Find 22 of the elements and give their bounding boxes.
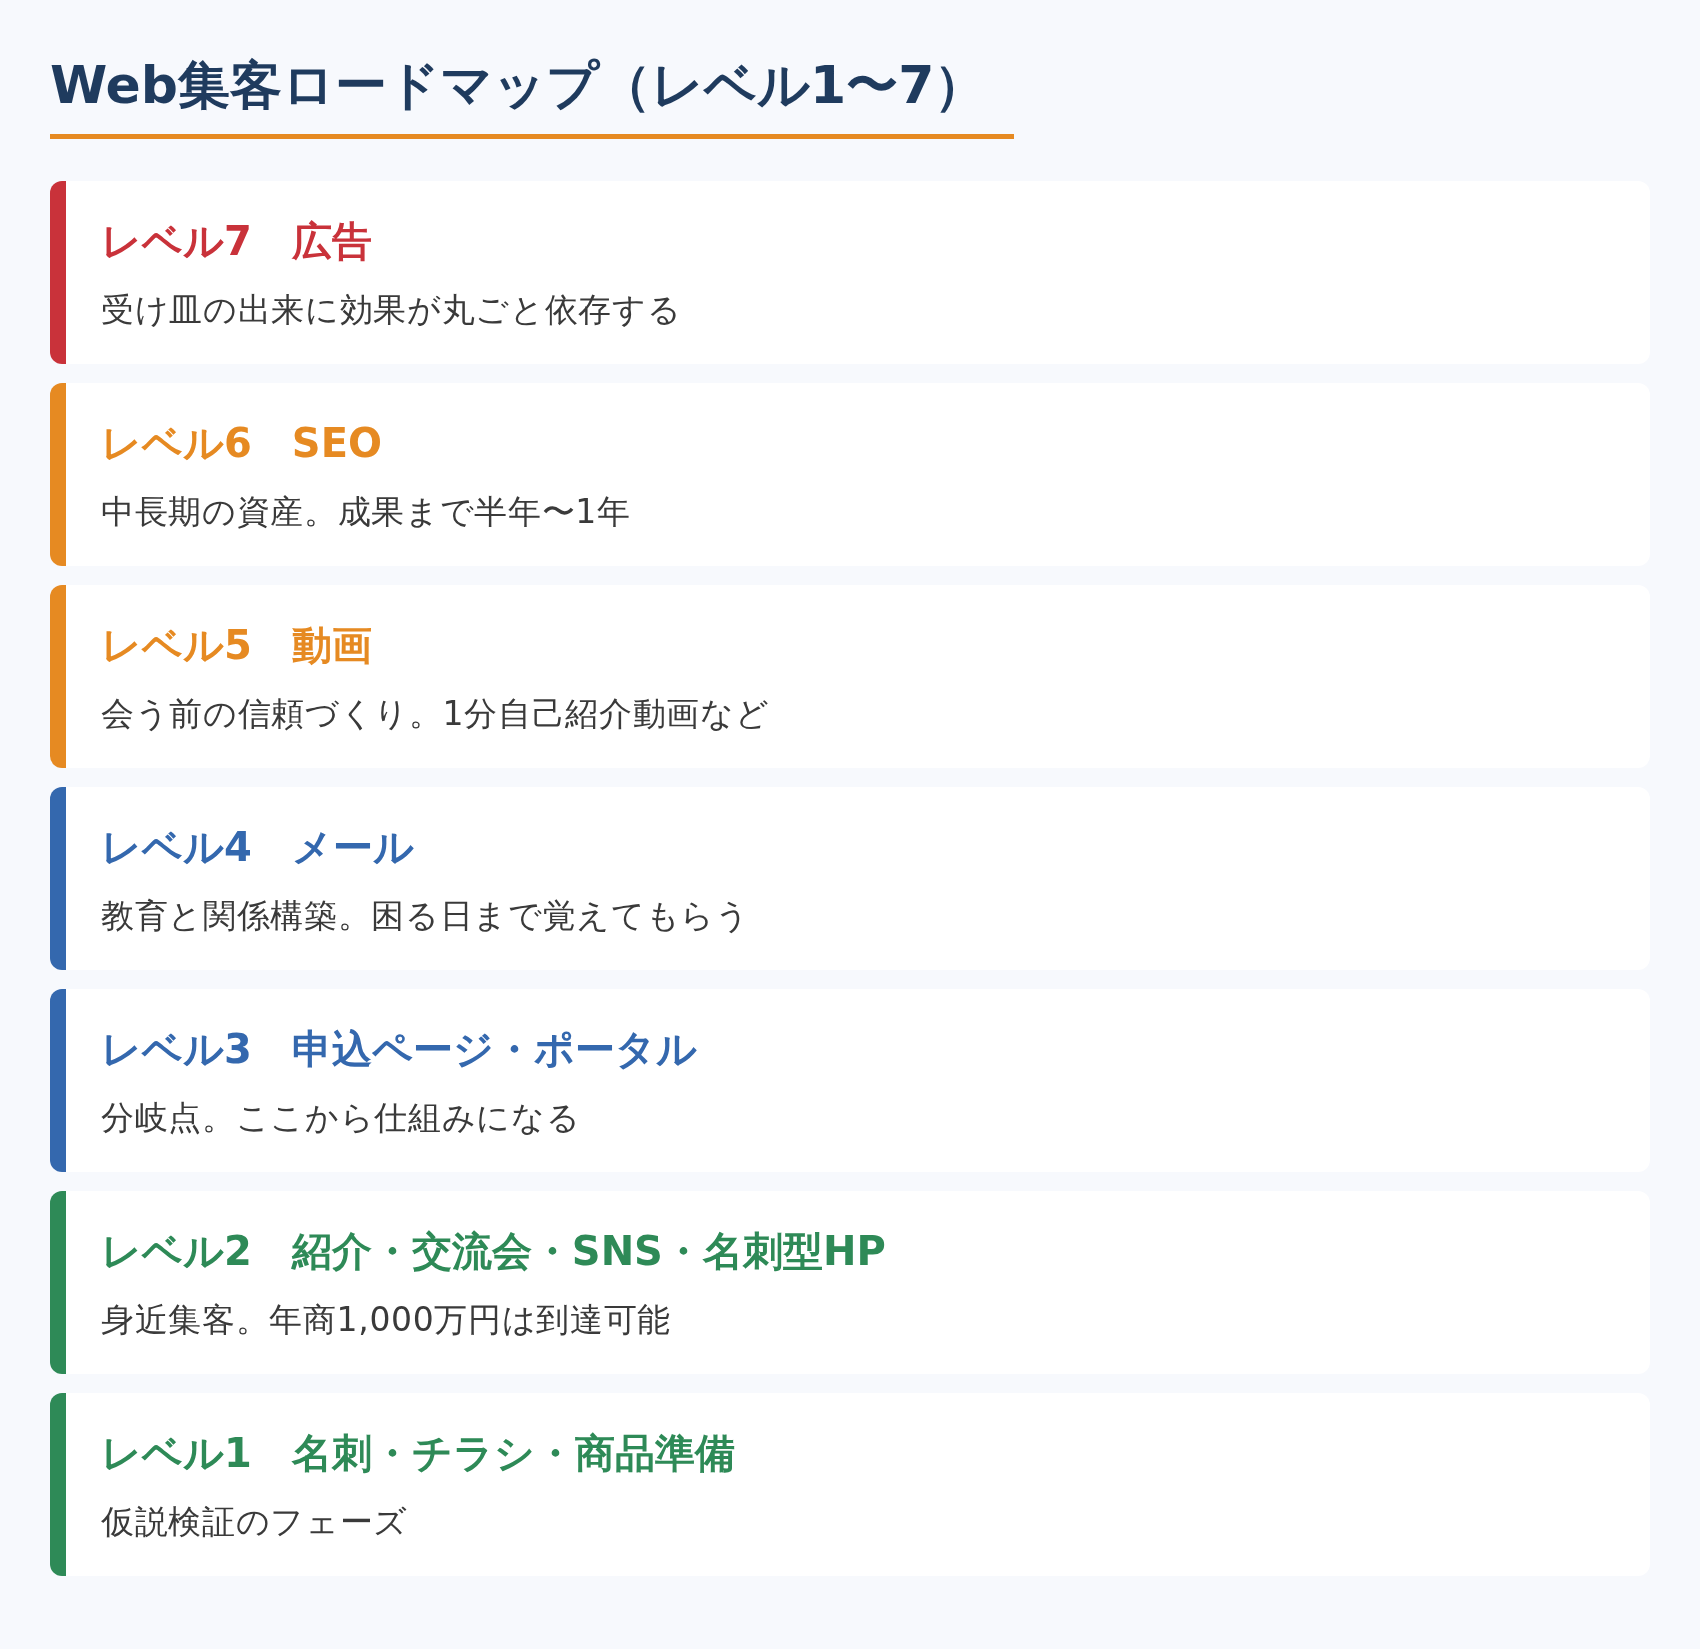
level-description: 会う前の信頼づくり。1分自己紹介動画など — [101, 693, 771, 735]
level-description: 受け皿の出来に効果が丸ごと依存する — [101, 289, 683, 331]
level-card — [50, 585, 1650, 768]
level-card — [50, 181, 1650, 364]
level-description: 分岐点。ここから仕組みになる — [101, 1097, 582, 1139]
level-card — [50, 989, 1650, 1172]
level-heading: レベル4 メール — [101, 823, 415, 872]
level-card — [50, 1191, 1650, 1374]
level-description: 中長期の資産。成果まで半年〜1年 — [101, 491, 632, 533]
level-heading: レベル5 動画 — [101, 621, 373, 670]
title-heading: Web集客ロードマップ（レベル1〜7） — [50, 50, 1015, 139]
level-heading: レベル7 広告 — [101, 217, 373, 266]
level-card — [50, 1393, 1650, 1576]
level-heading: レベル3 申込ページ・ポータル — [101, 1025, 698, 1074]
level-description: 身近集客。年商1,000万円は到達可能 — [101, 1299, 672, 1341]
level-card — [50, 383, 1650, 566]
level-description: 仮説検証のフェーズ — [101, 1501, 409, 1543]
level-heading: レベル2 紹介・交流会・SNS・名刺型HP — [101, 1227, 887, 1276]
level-description: 教育と関係構築。困る日まで覚えてもらう — [101, 895, 751, 937]
level-heading: レベル1 名刺・チラシ・商品準備 — [101, 1429, 736, 1478]
level-card — [50, 787, 1650, 970]
level-heading: レベル6 SEO — [101, 419, 383, 468]
